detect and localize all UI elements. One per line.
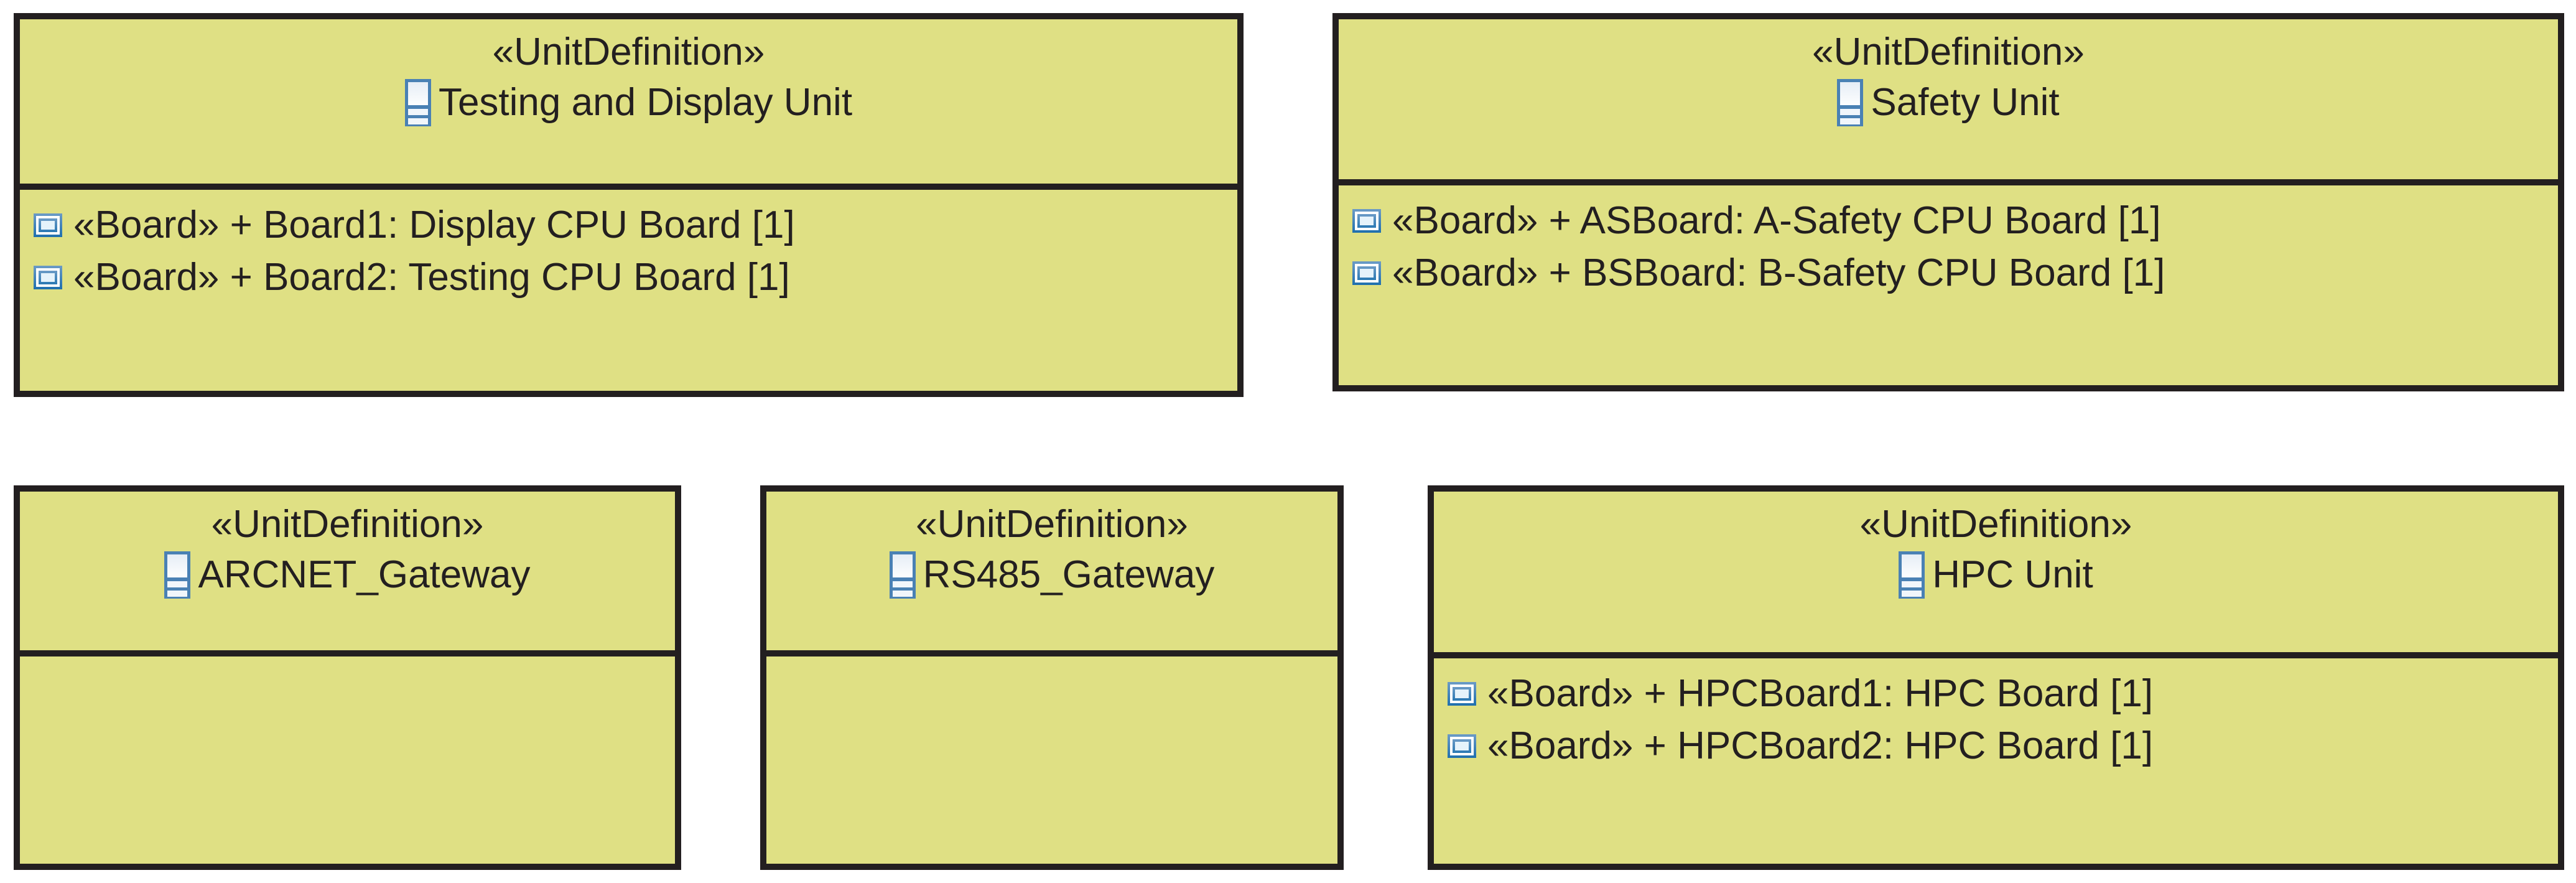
unit-icon xyxy=(164,551,191,599)
attribute-row[interactable]: «Board» + HPCBoard2: HPC Board [1] xyxy=(1448,727,2558,765)
unit-name-label: Testing and Display Unit xyxy=(438,81,853,124)
uml-class-box-arcnet-gateway[interactable]: «UnitDefinition» ARCNET_Gateway xyxy=(14,485,681,870)
board-icon xyxy=(34,266,62,289)
stereotype-label: «UnitDefinition» xyxy=(211,503,484,546)
unit-name-label: Safety Unit xyxy=(1871,81,2060,124)
attributes-compartment xyxy=(766,656,1337,864)
board-icon xyxy=(1352,261,1381,285)
box-header: «UnitDefinition» HPC Unit xyxy=(1434,492,2558,658)
unit-name-label: HPC Unit xyxy=(1932,553,2093,596)
box-header: «UnitDefinition» Testing and Display Uni… xyxy=(20,19,1237,190)
unit-icon xyxy=(1899,551,1925,599)
attribute-label: «Board» + Board1: Display CPU Board [1] xyxy=(73,203,795,246)
stereotype-label: «UnitDefinition» xyxy=(492,30,765,73)
uml-class-box-rs485-gateway[interactable]: «UnitDefinition» RS485_Gateway xyxy=(760,485,1344,870)
board-icon xyxy=(1352,209,1381,233)
attribute-row[interactable]: «Board» + Board2: Testing CPU Board [1] xyxy=(34,258,1237,297)
unit-name-line: RS485_Gateway xyxy=(889,551,1215,599)
uml-class-box-safety-unit[interactable]: «UnitDefinition» Safety Unit «Board» + A… xyxy=(1332,13,2564,391)
box-header: «UnitDefinition» ARCNET_Gateway xyxy=(20,492,675,656)
unit-icon xyxy=(889,551,916,599)
attribute-label: «Board» + Board2: Testing CPU Board [1] xyxy=(73,256,790,299)
stereotype-label: «UnitDefinition» xyxy=(1812,30,2085,73)
uml-class-box-testing-and-display-unit[interactable]: «UnitDefinition» Testing and Display Uni… xyxy=(14,13,1244,397)
unit-name-label: ARCNET_Gateway xyxy=(198,553,531,596)
attributes-compartment: «Board» + HPCBoard1: HPC Board [1] «Boar… xyxy=(1434,658,2558,864)
attribute-label: «Board» + HPCBoard2: HPC Board [1] xyxy=(1487,724,2154,767)
board-icon xyxy=(1448,734,1476,758)
attribute-label: «Board» + HPCBoard1: HPC Board [1] xyxy=(1487,672,2154,715)
attributes-compartment: «Board» + Board1: Display CPU Board [1] … xyxy=(20,190,1237,391)
attribute-row[interactable]: «Board» + BSBoard: B-Safety CPU Board [1… xyxy=(1352,254,2558,292)
board-icon xyxy=(34,213,62,237)
unit-name-line: HPC Unit xyxy=(1899,551,2093,599)
attribute-label: «Board» + ASBoard: A-Safety CPU Board [1… xyxy=(1392,199,2161,242)
uml-class-box-hpc-unit[interactable]: «UnitDefinition» HPC Unit «Board» + HPCB… xyxy=(1428,485,2564,870)
board-icon xyxy=(1448,682,1476,706)
unit-icon xyxy=(1837,79,1864,126)
unit-name-label: RS485_Gateway xyxy=(923,553,1215,596)
stereotype-label: «UnitDefinition» xyxy=(1859,503,2132,546)
unit-name-line: ARCNET_Gateway xyxy=(164,551,531,599)
attributes-compartment: «Board» + ASBoard: A-Safety CPU Board [1… xyxy=(1339,185,2558,385)
unit-name-line: Safety Unit xyxy=(1837,79,2060,126)
box-header: «UnitDefinition» RS485_Gateway xyxy=(766,492,1337,656)
unit-icon xyxy=(404,79,431,126)
box-header: «UnitDefinition» Safety Unit xyxy=(1339,19,2558,185)
stereotype-label: «UnitDefinition» xyxy=(916,503,1188,546)
attributes-compartment xyxy=(20,656,675,864)
attribute-label: «Board» + BSBoard: B-Safety CPU Board [1… xyxy=(1392,251,2165,294)
attribute-row[interactable]: «Board» + Board1: Display CPU Board [1] xyxy=(34,206,1237,245)
unit-name-line: Testing and Display Unit xyxy=(404,79,853,126)
attribute-row[interactable]: «Board» + ASBoard: A-Safety CPU Board [1… xyxy=(1352,202,2558,240)
attribute-row[interactable]: «Board» + HPCBoard1: HPC Board [1] xyxy=(1448,675,2558,713)
